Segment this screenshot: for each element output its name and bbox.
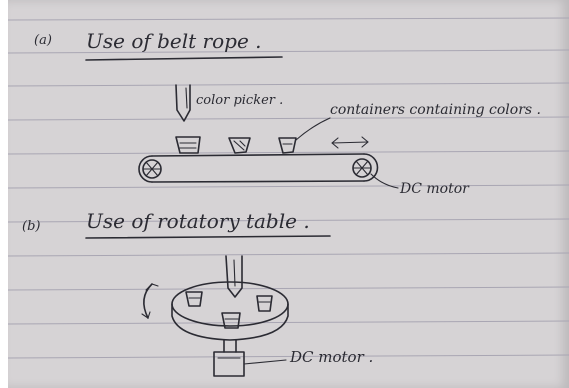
section-a-heading: Use of belt rope .	[86, 29, 262, 53]
table-container-2	[221, 312, 241, 329]
belt-container-3	[278, 137, 297, 154]
table-container-1	[185, 291, 203, 307]
left-pulley	[142, 159, 162, 179]
belt-direction-arrow	[331, 136, 369, 149]
section-b-heading: Use of rotatory table .	[86, 209, 310, 233]
belt-motor-pointer-line	[370, 173, 399, 189]
containers-pointer-line	[295, 117, 331, 141]
section-a-marker: (a)	[34, 33, 52, 48]
color-picker-nozzle	[175, 84, 191, 122]
table-motor-pointer-line	[243, 359, 287, 365]
section-b-marker: (b)	[22, 219, 40, 234]
rotation-arrow	[141, 283, 159, 319]
belt-dc-motor-label: DC motor	[399, 181, 470, 197]
containers-label: containers containing colors .	[330, 102, 541, 118]
conveyor-belt	[138, 153, 379, 183]
belt-container-2	[228, 137, 251, 154]
ruled-lines	[7, 17, 569, 359]
table-container-3	[256, 295, 273, 312]
table-dc-motor-label: DC motor .	[289, 348, 373, 366]
color-picker-label: color picker .	[196, 93, 283, 108]
table-dc-motor-block	[213, 351, 245, 377]
section-a-underline	[85, 56, 283, 61]
table-shaft	[223, 339, 237, 353]
rotary-table	[171, 281, 289, 341]
right-pulley	[352, 158, 372, 178]
belt-container-1	[175, 136, 201, 154]
section-b-underline	[85, 235, 331, 239]
table-picker-nozzle	[225, 255, 243, 298]
